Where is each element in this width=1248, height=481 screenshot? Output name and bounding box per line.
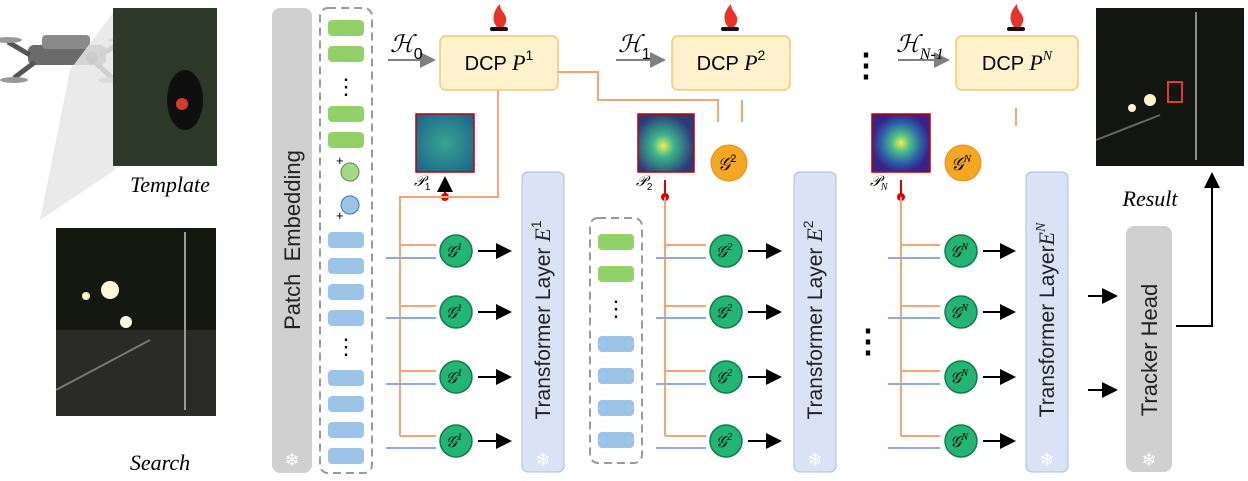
svg-text:𝒢2: 𝒢2 xyxy=(716,242,732,261)
fire-icon xyxy=(490,4,508,31)
svg-text:𝒢2: 𝒢2 xyxy=(716,368,732,387)
transformer-layer-box-2 xyxy=(793,171,837,473)
gate-top-n xyxy=(944,144,982,182)
stage-ellipsis: ⋮ xyxy=(852,323,884,359)
patch-embedding-box xyxy=(272,8,312,473)
prompt-heatmap-2 xyxy=(637,113,695,173)
transformer-layer-box-n xyxy=(1025,171,1069,473)
token-ellipsis: ⋮ xyxy=(335,74,357,99)
tracker-head-label: Tracker Head xyxy=(1137,284,1162,416)
transformer-layer-box-1 xyxy=(521,171,565,473)
search-image xyxy=(55,228,216,416)
gate-top-label-n: 𝒢N xyxy=(951,153,972,174)
svg-text:𝒢1: 𝒢1 xyxy=(446,242,462,261)
svg-text:𝒢N: 𝒢N xyxy=(950,303,969,322)
token-column-2 xyxy=(589,217,643,464)
token-group-1: + + xyxy=(328,20,364,464)
prompt-label-n: 𝒫N xyxy=(870,174,889,193)
template-image xyxy=(113,8,217,166)
prompt-label-2: 𝒫2 xyxy=(636,174,653,193)
h-label-1: ℋ1 xyxy=(618,32,651,63)
snowflake-icon: ❄ xyxy=(807,450,822,470)
svg-text:𝒢1: 𝒢1 xyxy=(446,432,462,451)
token-column-1 xyxy=(319,7,373,474)
fire-icon xyxy=(721,4,739,31)
search-label: Search xyxy=(130,450,190,475)
result-image xyxy=(1095,8,1244,166)
svg-text:+: + xyxy=(336,153,344,168)
svg-text:𝒢N: 𝒢N xyxy=(950,368,969,387)
gate-rows xyxy=(386,172,1220,458)
snowflake-icon: ❄ xyxy=(1141,450,1156,470)
dcp-label-1: DCP P1 xyxy=(465,47,534,75)
projection-shadow xyxy=(40,10,115,220)
svg-text:❄: ❄ xyxy=(284,450,299,470)
gate-top-2 xyxy=(710,144,748,182)
svg-text:+: + xyxy=(336,208,344,223)
dcp-box-n xyxy=(955,35,1079,91)
transformer-layer-label-n: Transformer LayerEN xyxy=(1034,222,1059,417)
transformer-layer-label-1: Transformer Layer E1 xyxy=(528,220,555,419)
svg-text:𝒢N: 𝒢N xyxy=(950,432,969,451)
prompt-heatmap-1 xyxy=(415,113,475,173)
gate-labels: 𝒢1 𝒢1 𝒢1 𝒢1 𝒢2 𝒢2 𝒢2 𝒢2 𝒢N 𝒢N 𝒢N 𝒢N xyxy=(446,242,970,451)
token-group-2 xyxy=(598,234,634,448)
prompt-heatmap-n xyxy=(871,113,931,173)
dcp-label-n: DCP PN xyxy=(982,49,1053,75)
h-label-n: ℋN-1 xyxy=(896,32,944,63)
orange-routing-1 xyxy=(399,71,1017,436)
token-ellipsis: ⋮ xyxy=(335,334,357,359)
prompt-label-1: 𝒫1 xyxy=(414,174,431,193)
svg-text:𝒢2: 𝒢2 xyxy=(716,303,732,322)
transformer-layer-label-2: Transformer Layer E2 xyxy=(800,220,827,419)
svg-text:𝒢1: 𝒢1 xyxy=(446,368,462,387)
prompt-red-arrows xyxy=(437,176,902,195)
snowflake-icon: ❄ xyxy=(535,450,550,470)
dcp-box-2 xyxy=(671,35,791,91)
stage-ellipsis: ⋮ xyxy=(850,47,882,83)
svg-text:𝒢1: 𝒢1 xyxy=(446,303,462,322)
fire-icon xyxy=(1007,4,1025,31)
gate-top-label-2: 𝒢2 xyxy=(718,153,737,174)
token-ellipsis: ⋮ xyxy=(605,296,627,321)
bounding-box xyxy=(1167,81,1183,103)
result-label: Result xyxy=(1122,186,1179,211)
snowflake-icon: ❄ xyxy=(284,450,299,470)
svg-text:𝒢N: 𝒢N xyxy=(950,242,969,261)
patch-embedding-label: Patch Embedding xyxy=(280,150,305,330)
dcp-label-2: DCP P2 xyxy=(697,47,766,75)
template-label: Template xyxy=(130,172,210,197)
svg-text:𝒢2: 𝒢2 xyxy=(716,432,732,451)
tracker-head-box xyxy=(1126,226,1172,472)
snowflake-icon: ❄ xyxy=(1039,450,1054,470)
h-label-0: ℋ0 xyxy=(390,32,423,63)
